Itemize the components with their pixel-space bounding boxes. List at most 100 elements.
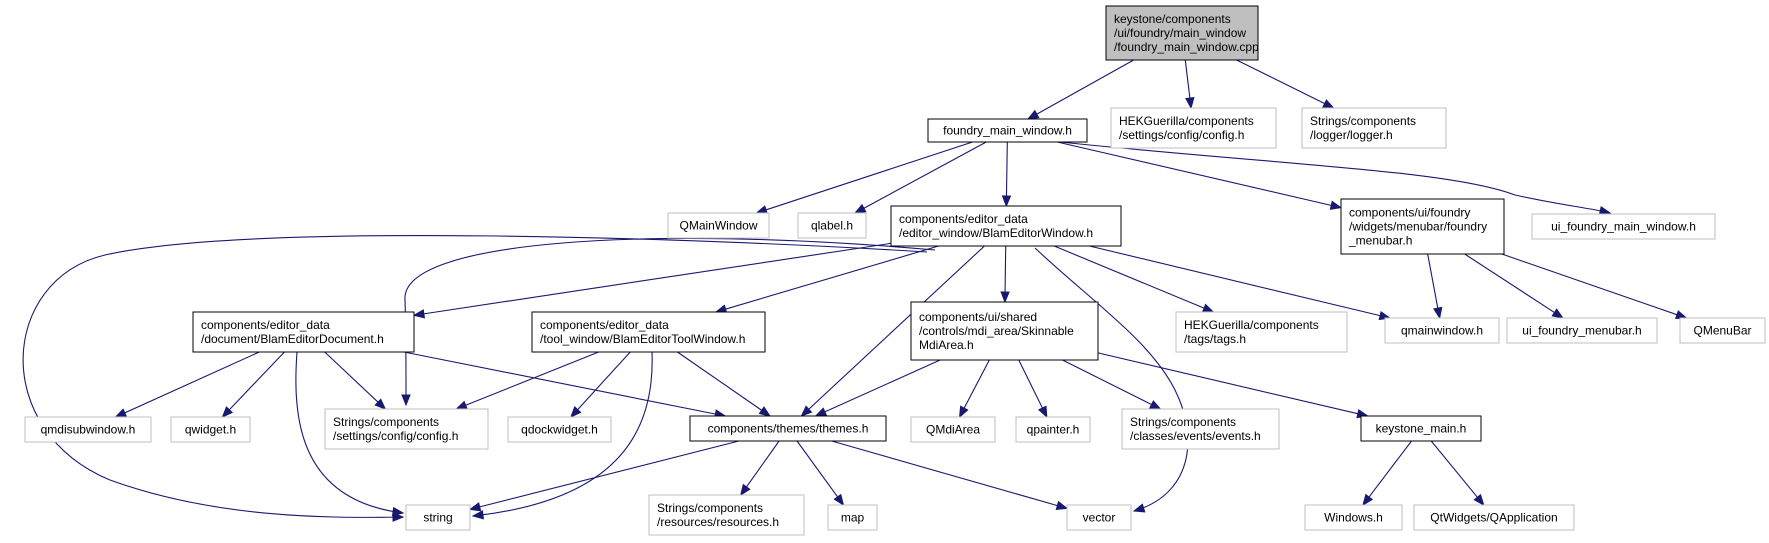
node-label: _menubar.h: [1348, 234, 1412, 248]
node-kmain[interactable]: keystone_main.h: [1360, 415, 1482, 442]
edge-line: [472, 351, 653, 517]
edge-line: [1236, 59, 1326, 105]
edges-layer: [22, 59, 1688, 522]
node-label: /tags/tags.h: [1184, 332, 1246, 346]
node-label: qwidget.h: [185, 423, 236, 437]
node-label: /foundry_main_window.cpp: [1114, 40, 1259, 54]
node-label: vector: [1083, 511, 1116, 525]
nodes-layer: keystone/components/ui/foundry/main_wind…: [24, 5, 1766, 536]
node-themes[interactable]: components/themes/themes.h: [689, 415, 887, 442]
edge-line: [1184, 59, 1191, 100]
edge-line: [1059, 141, 1611, 214]
node-label: Windows.h: [1324, 511, 1383, 525]
node-label: foundry_main_window.h: [943, 124, 1072, 138]
edge-arrowhead: [1148, 400, 1162, 410]
node-qmenubar: QMenuBar: [1679, 317, 1766, 344]
node-label: MdiArea.h: [919, 338, 974, 352]
edge-line: [22, 235, 928, 518]
edge-smdi-to-events: [1062, 359, 1162, 410]
node-uimenubar: ui_foundry_menubar.h: [1506, 317, 1658, 344]
node-resources: Strings/components/resources/resources.h: [648, 494, 805, 536]
edge-arrowhead: [1185, 97, 1195, 110]
edge-menubar-to-qmenubar: [1501, 253, 1688, 320]
edge-arrowhead: [1001, 195, 1012, 208]
edge-line: [1367, 440, 1412, 499]
node-bew[interactable]: components/editor_data/editor_window/Bla…: [890, 205, 1122, 247]
edge-arrowhead: [1026, 109, 1040, 120]
edge-line: [831, 440, 1059, 507]
edge-arrowhead: [391, 506, 405, 517]
node-box: [1066, 504, 1132, 531]
edge-arrowhead: [1322, 99, 1335, 109]
node-smdi[interactable]: components/ui/shared/controls/mdi_area/S…: [910, 301, 1099, 361]
edge-kmain-to-qapp: [1430, 440, 1485, 507]
node-label: map: [841, 511, 865, 525]
node-string: string: [405, 504, 471, 531]
edge-line: [724, 245, 939, 310]
node-box: [324, 408, 489, 450]
node-label: qlabel.h: [811, 219, 853, 233]
edge-root-to-logger: [1236, 59, 1335, 109]
edge-line: [807, 245, 985, 411]
node-qpainter: qpainter.h: [1015, 416, 1091, 443]
node-box: [531, 311, 766, 353]
node-bed[interactable]: components/editor_data/document/BlamEdit…: [192, 311, 415, 353]
node-betw[interactable]: components/editor_data/tool_window/BlamE…: [531, 311, 766, 353]
edge-themes-to-map: [796, 440, 845, 507]
edge-arrowhead: [1598, 205, 1612, 216]
node-root[interactable]: keystone/components/ui/foundry/main_wind…: [1105, 5, 1259, 61]
edge-arrowhead: [114, 408, 128, 418]
edge-line: [1062, 359, 1153, 406]
node-box: [1340, 198, 1505, 255]
edge-smdi-to-themes: [814, 359, 941, 417]
edge-line: [823, 359, 941, 413]
node-menubar[interactable]: components/ui/foundry/widgets/menubar/fo…: [1340, 198, 1505, 255]
edge-fmw-to-qmainwindow_cls: [755, 141, 973, 215]
edge-arrowhead: [1362, 493, 1374, 507]
node-qmdisub: qmdisubwindow.h: [24, 416, 152, 443]
edge-bed-to-strcfg: [324, 351, 387, 410]
edge-menubar-to-uimenubar: [1464, 253, 1564, 319]
edge-arrowhead: [1473, 493, 1485, 507]
edge-line: [1057, 141, 1333, 207]
edge-arrowhead: [833, 493, 845, 507]
edge-arrowhead: [1055, 500, 1069, 511]
edge-line: [764, 141, 973, 211]
edge-arrowhead: [800, 405, 813, 417]
edge-arrowhead: [853, 203, 867, 214]
node-label: QMainWindow: [679, 219, 757, 233]
node-vector: vector: [1066, 504, 1132, 531]
edge-line: [677, 351, 763, 412]
edge-kmain-to-windows: [1362, 440, 1412, 507]
edge-line: [422, 242, 892, 315]
edge-arrowhead: [1551, 308, 1564, 319]
node-label: components/ui/shared: [919, 310, 1037, 324]
edge-line: [1464, 253, 1556, 314]
node-hektags: HEKGuerilla/components/tags/tags.h: [1175, 311, 1348, 353]
node-box: [507, 416, 612, 443]
node-label: Strings/components: [333, 415, 439, 429]
node-fmw[interactable]: foundry_main_window.h: [927, 118, 1088, 143]
edge-line: [1089, 245, 1382, 317]
edge-line: [1034, 247, 1189, 512]
node-box: [24, 416, 152, 443]
edge-bew-to-vector: [1034, 247, 1189, 513]
node-label: Strings/components: [1130, 415, 1236, 429]
edge-arrowhead: [958, 405, 969, 419]
node-label: qdockwidget.h: [521, 423, 598, 437]
edge-arrowhead: [1132, 503, 1146, 513]
edge-bew-to-qmainwindow_h: [1089, 245, 1392, 321]
edge-line: [324, 351, 380, 404]
edge-bew-to-themes: [800, 245, 985, 417]
edge-root-to-hekcfg: [1184, 59, 1195, 110]
edge-arrowhead: [374, 398, 387, 410]
edge-bew-to-bed: [412, 242, 892, 319]
node-label: keystone/components: [1114, 12, 1231, 26]
edge-line: [1005, 141, 1008, 198]
edge-betw-to-themes: [677, 351, 772, 417]
edge-arrowhead: [471, 510, 484, 520]
edge-smdi-to-kmain: [1097, 352, 1369, 419]
node-label: keystone_main.h: [1376, 422, 1467, 436]
node-label: QtWidgets/QApplication: [1430, 511, 1557, 525]
node-qmainwindow_cls: QMainWindow: [667, 212, 770, 239]
